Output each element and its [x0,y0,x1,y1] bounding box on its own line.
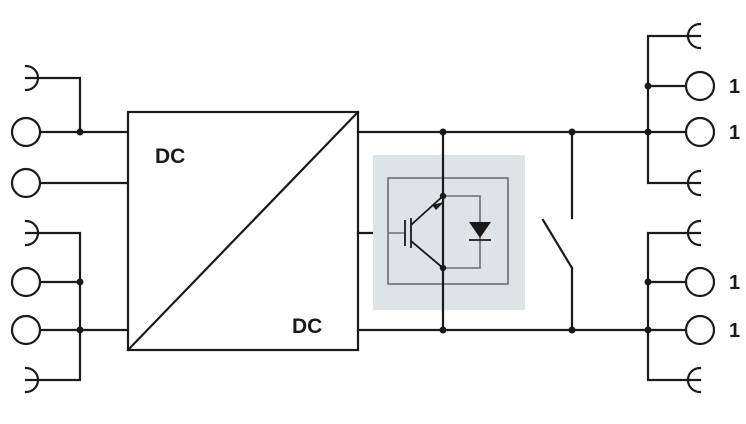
igbt-emitter [410,240,444,269]
junction-dot [644,82,652,90]
terminal-label: 1 [729,122,740,144]
junction-dot [644,278,652,286]
open-terminal-icon [686,219,702,247]
junction-dot [439,128,447,136]
junction-dot [644,128,652,136]
left-terminal-block [10,64,130,394]
open-terminal-icon [24,366,40,394]
igbt-module [373,153,525,312]
dc-dc-converter-box: DC DC [126,110,360,352]
converter-output-label: DC [292,315,322,338]
terminal-label: 1 [729,320,740,342]
open-terminal-icon [24,64,40,92]
converter-diagonal [126,110,360,352]
output-switch [541,130,574,332]
terminal-circle-icon [10,314,42,346]
terminal-circle-icon [684,266,716,298]
right-upper-bus [646,34,702,185]
terminal-circle-icon [10,116,42,148]
junction-dot [76,326,84,334]
terminal-circle-icon [684,116,716,148]
left-lower-bus [24,231,82,382]
junction-dot [644,326,652,334]
terminal-label: 1 [729,272,740,294]
converter-input-label: DC [155,145,185,168]
terminal-circle-icon [10,266,42,298]
open-terminal-icon [24,219,40,247]
junction-dot [76,128,84,136]
junction-dot [76,278,84,286]
igbt-arrow-icon [432,202,444,210]
terminal-circle-icon [684,70,716,102]
diode-icon [469,222,491,238]
open-terminal-icon [686,169,702,197]
igbt-collector [410,195,444,226]
open-terminal-icon [686,22,702,50]
open-terminal-icon [686,366,702,394]
terminal-circle-icon [10,167,42,199]
right-terminal-block: 1 1 1 1 [644,22,740,394]
right-lower-bus [646,231,702,382]
switch-blade [541,218,574,270]
terminal-circle-icon [684,314,716,346]
junction-dot [439,326,447,334]
left-upper-wire-a [24,76,130,134]
terminal-label: 1 [729,76,740,98]
module-inner-frame [387,177,509,285]
